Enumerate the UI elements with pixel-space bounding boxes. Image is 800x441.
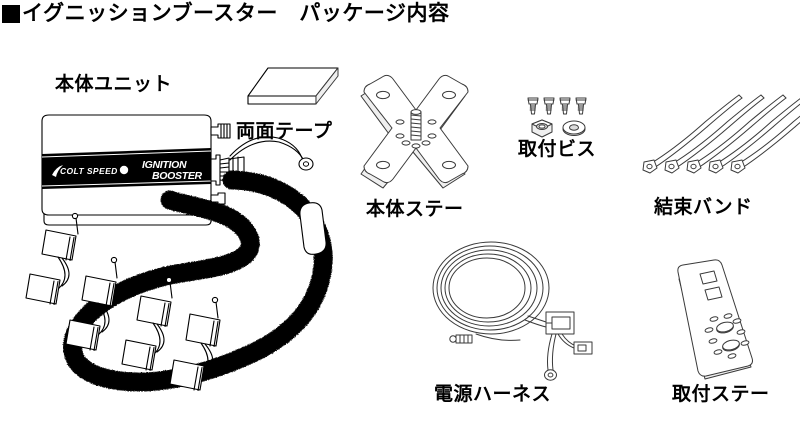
illustration-mounting-screws (524, 96, 612, 146)
svg-text:BOOSTER: BOOSTER (152, 170, 203, 182)
illustration-main-unit: COLT SPEED IGNITION BOOSTER (30, 105, 250, 235)
label-mounting-screws: 取付ビス (518, 139, 597, 160)
page-title: イグニッションブースター パッケージ内容 (22, 2, 450, 25)
label-main-stay: 本体ステー (366, 199, 464, 220)
svg-text:IGNITION: IGNITION (142, 159, 187, 171)
illustration-cable-ties (638, 88, 800, 188)
illustration-double-sided-tape (246, 64, 346, 119)
black-square-bullet-icon (2, 4, 20, 23)
svg-text:COLT SPEED: COLT SPEED (60, 166, 118, 176)
illustration-power-harness (428, 236, 608, 386)
illustration-main-stay (352, 70, 480, 196)
illustration-mounting-stay (662, 258, 782, 383)
label-power-harness: 電源ハーネス (434, 384, 552, 405)
label-double-sided-tape: 両面テープ (236, 121, 333, 142)
illustration-ground-eyelet-wire (228, 130, 318, 185)
label-cable-ties: 結束バンド (654, 197, 753, 218)
illustration-plug-harness (0, 160, 350, 420)
page-header: イグニッションブースター パッケージ内容 (2, 3, 449, 24)
label-mounting-stay: 取付ステー (672, 384, 770, 405)
label-main-unit: 本体ユニット (55, 74, 173, 95)
